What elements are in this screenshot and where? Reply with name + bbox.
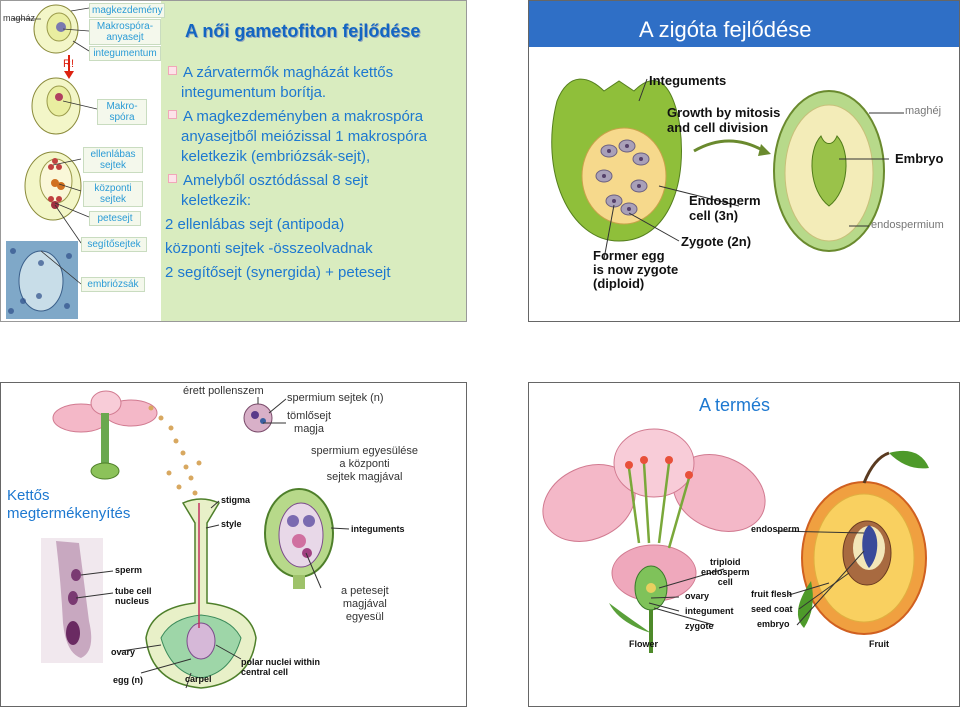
bullet-2-line-3: keletkezik (embriózsák-sejt), xyxy=(181,148,371,165)
label-egg: egg (n) xyxy=(113,675,143,685)
label-zygote: zygote xyxy=(685,621,714,631)
label-tube-cell-nucleus: tube cell nucleus xyxy=(115,586,152,606)
label-integuments: Integuments xyxy=(649,73,727,88)
label-maghej: maghéj xyxy=(905,105,942,117)
label-style: style xyxy=(221,519,242,529)
label-integuments: integuments xyxy=(351,524,405,534)
bullet-2-line-1: A magkezdeményben a makrospóra xyxy=(168,107,423,127)
bullet-1-line-2: integumentum borítja. xyxy=(181,84,327,101)
bullet-1-line-1: A zárvatermők magházát kettős xyxy=(168,63,393,83)
label-petesejt-magjaval: a petesejt magjával egyesül xyxy=(341,585,389,623)
bullet-text: Amelyből osztódással 8 sejt xyxy=(183,172,369,189)
label-seed-coat: seed coat xyxy=(751,604,793,614)
panel-fruit: A termés endosperm triploid endosperm ce… xyxy=(528,382,960,707)
plain-line-1: 2 ellenlábas sejt (antipoda) xyxy=(165,216,345,233)
plain-line-2: központi sejtek -összeolvadnak xyxy=(165,240,373,257)
label-carpel: carpel xyxy=(185,674,212,684)
label-embryo: Embryo xyxy=(895,151,944,166)
label-integument: integument xyxy=(685,606,734,616)
fertilization-illustration xyxy=(41,390,350,689)
label-fruit: Fruit xyxy=(869,639,889,649)
panel-double-fertilization: érett pollenszem spermium sejtek (n) töm… xyxy=(0,382,467,707)
label-zygote: Zygote (2n) xyxy=(681,234,752,249)
label-kozponti: központi sejtek xyxy=(83,181,143,207)
label-tomlosejt: tömlősejt magja xyxy=(287,410,332,435)
label-ovary: ovary xyxy=(685,591,710,601)
label-spermium-egyesulese: spermium egyesülése a központi sejtek ma… xyxy=(311,445,418,483)
label-flower: Flower xyxy=(629,639,659,649)
label-endosperm: endosperm xyxy=(751,524,800,534)
panel-gametophyte: magház magkezdemény Makrospóra- anyasejt… xyxy=(0,0,467,322)
label-kettos-megtermekenyites: Kettős megtermékenyítés xyxy=(7,487,131,522)
label-polar-nuclei: polar nuclei within central cell xyxy=(241,657,321,677)
label-endospermium: endospermium xyxy=(871,219,944,231)
label-spermium-sejtek: spermium sejtek (n) xyxy=(287,392,384,404)
label-endosperm-cell: Endosperm cell (3n) xyxy=(689,193,761,223)
label-growth-by-mitosis: Growth by mitosis and cell division xyxy=(667,105,781,135)
label-segitosejtek: segítősejtek xyxy=(81,237,147,252)
panel1-title: A női gametofiton fejlődése xyxy=(185,21,421,41)
panel4-title: A termés xyxy=(699,395,771,415)
label-ellenlabas: ellenlábas sejtek xyxy=(83,147,143,173)
label-embriozsak: embriózsák xyxy=(81,277,145,292)
label-sperm: sperm xyxy=(115,565,143,575)
panel-zygote: A zigóta fejlődése Integuments Growth by xyxy=(528,0,960,322)
panel2-title-bar xyxy=(529,1,959,47)
bullet-3-line-1: Amelyből osztódással 8 sejt xyxy=(168,171,368,191)
bullet-3-line-2: keletkezik: xyxy=(181,192,252,209)
bullet-2-line-2: anyasejtből meiózissal 1 makrospóra xyxy=(181,128,427,145)
bullet-text: A magkezdeményben a makrospóra xyxy=(183,108,424,125)
bullet-marker xyxy=(168,110,177,119)
label-erett-pollenszem: érett pollenszem xyxy=(183,385,264,397)
bullet-text: A zárvatermők magházát kettős xyxy=(183,64,394,81)
label-makrospora: Makro- spóra xyxy=(97,99,147,125)
panel2-title: A zigóta fejlődése xyxy=(639,17,812,42)
label-integumentum: integumentum xyxy=(89,46,161,61)
label-r-warning: R! xyxy=(63,58,74,70)
label-ovary: ovary xyxy=(111,647,136,657)
zygote-illustration xyxy=(551,78,904,260)
label-petesejt: petesejt xyxy=(89,211,141,226)
bullet-marker xyxy=(168,174,177,183)
fruit-illustration xyxy=(542,428,929,653)
label-makrospora-anyasejt: Makrospóra- anyasejt xyxy=(89,19,161,45)
label-magkezdemeny: magkezdemény xyxy=(89,3,165,18)
label-triploid-endosperm-cell: triploid endosperm cell xyxy=(701,557,750,587)
label-former-egg: Former egg is now zygote (diploid) xyxy=(593,248,679,291)
label-maghaz: magház xyxy=(3,13,36,23)
label-embryo: embryo xyxy=(757,619,790,629)
label-fruit-flesh: fruit flesh xyxy=(751,589,793,599)
plain-line-3: 2 segítősejt (synergida) + petesejt xyxy=(165,264,391,281)
label-stigma: stigma xyxy=(221,495,251,505)
bullet-marker xyxy=(168,66,177,75)
